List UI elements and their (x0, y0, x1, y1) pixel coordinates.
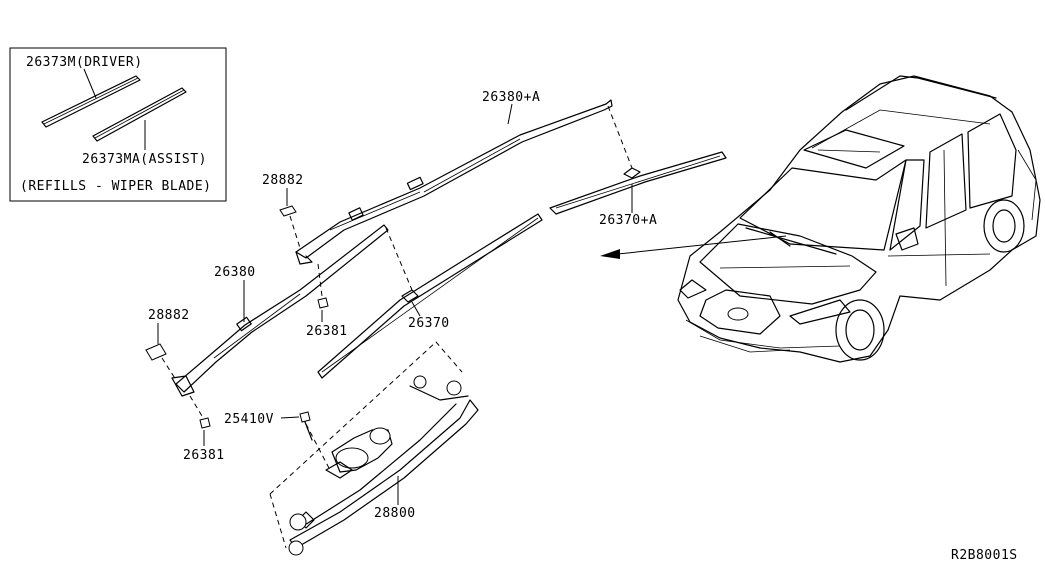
callout-blade-driver: 26370+A (599, 213, 657, 228)
pivot-nut-lower (199, 417, 211, 429)
mounting-bolt (299, 411, 313, 441)
callout-nut-upper: 26381 (306, 324, 348, 339)
leader-bolt (280, 416, 300, 419)
refills-inset: 26373M(DRIVER) 26373MA(ASSIST) (REFILLS … (9, 47, 227, 202)
dashed-arm-blade-assist (385, 227, 413, 291)
dashed-arm-blade-driver (607, 105, 633, 169)
wiper-blade-assist (317, 213, 543, 379)
wiper-arm-driver (295, 99, 613, 265)
refill-assist-label: 26373MA(ASSIST) (82, 152, 207, 167)
callout-blade-assist: 26370 (408, 316, 450, 331)
callout-linkage-motor: 28800 (374, 506, 416, 521)
dashed-cap-upper (289, 215, 301, 249)
callout-nut-lower: 26381 (183, 448, 225, 463)
dashed-cap-lower (161, 357, 177, 381)
vehicle-location-arrow (600, 235, 787, 259)
diagram-code: R2B8001S (951, 548, 1018, 563)
refills-caption: (REFILLS - WIPER BLADE) (20, 179, 212, 194)
dashed-linkage-lower (269, 493, 287, 549)
callout-cap-lower: 28882 (148, 308, 190, 323)
refill-driver-leader (83, 68, 97, 99)
pivot-cap-lower (145, 343, 167, 361)
pivot-cap-upper (279, 205, 297, 217)
dashed-nut-upper (317, 263, 323, 297)
pivot-nut-upper (317, 297, 329, 309)
callout-bolt: 25410V (224, 412, 274, 427)
vehicle-illustration (677, 75, 1041, 363)
refill-strip-driver (41, 75, 141, 128)
dashed-nut-lower (189, 395, 203, 417)
wiper-blade-driver (549, 151, 727, 215)
callout-cap-upper: 28882 (262, 173, 304, 188)
wiper-arm-assist (171, 224, 389, 397)
callout-arm-driver: 26380+A (482, 90, 540, 105)
wiper-linkage-motor (288, 375, 479, 556)
leader-blade-assist (411, 301, 421, 317)
refill-driver-label: 26373M(DRIVER) (26, 55, 143, 70)
dashed-bolt-motor (305, 423, 331, 471)
refills-frame (9, 47, 227, 202)
refill-strip-assist (92, 87, 187, 142)
dashed-linkage-upper (269, 341, 463, 495)
callout-arm-assist: 26380 (214, 265, 256, 280)
leader-arm-driver (507, 103, 513, 125)
